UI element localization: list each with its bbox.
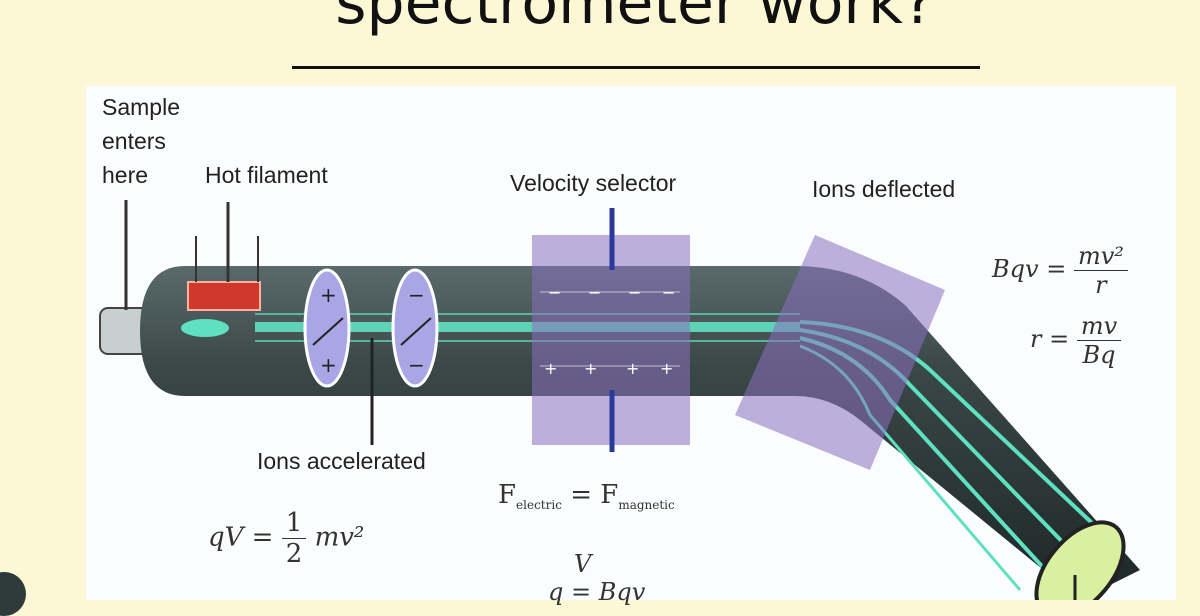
mass-spectrometer-diagram: + + − − − − − − + + + + <box>99 200 1140 600</box>
title-underline <box>292 66 980 69</box>
accel-plate-negative-sign-2: − <box>408 353 425 377</box>
eq-f-electric-sub: electric <box>516 498 562 513</box>
label-hot-filament: Hot filament <box>205 162 328 188</box>
eq-qv-rhs: mv² <box>314 522 365 553</box>
eq-qv-den: 2 <box>281 538 307 569</box>
accel-plate-positive-mark <box>312 317 344 346</box>
detector <box>1034 520 1126 600</box>
accel-plate-positive-sign-2: + <box>320 353 337 377</box>
eq-r-num: mv <box>1080 312 1118 340</box>
hot-filament <box>187 281 261 311</box>
label-sample-line-2: enters <box>102 128 166 154</box>
label-velocity-selector: Velocity selector <box>510 170 677 196</box>
label-sample-line-1: Sample <box>102 94 180 120</box>
equation-partial-rest: q = Bqv <box>548 578 646 606</box>
selector-sign-bottom-2: + <box>584 359 597 378</box>
eq-bqv-num: mv² <box>1077 242 1124 270</box>
eq-f-magnetic-sub: magnetic <box>618 498 675 513</box>
eq-qv-num: 1 <box>285 508 303 538</box>
deflection-magnet <box>735 235 945 470</box>
label-ions-deflected: Ions deflected <box>812 176 956 202</box>
eq-bqv-lhs: Bqv = <box>992 255 1067 283</box>
accel-plate-negative-mark <box>400 317 432 346</box>
eq-qv-lhs: qV = <box>208 522 274 553</box>
ion-cloud <box>181 319 229 337</box>
label-sample-line-3: here <box>102 162 149 188</box>
eq-f-magnetic: F <box>600 480 619 510</box>
ion-beam <box>255 322 800 332</box>
selector-sign-bottom-1: + <box>544 359 557 378</box>
eq-f-electric: F <box>498 480 517 510</box>
eq-bqv-den: r <box>1073 270 1128 299</box>
selector-sign-bottom-3: + <box>626 359 639 378</box>
accel-plate-negative <box>391 268 439 388</box>
eq-r-lhs: r = <box>1030 325 1070 353</box>
eq-r-den: Bq <box>1076 340 1122 369</box>
equation-partial-num: V <box>574 550 592 578</box>
accel-plate-negative-sign: − <box>408 283 425 307</box>
accel-plate-positive <box>303 268 351 388</box>
selector-sign-bottom-4: + <box>660 359 673 378</box>
page-title: spectrometer work? <box>335 0 935 38</box>
eq-f-equals: = <box>561 480 601 510</box>
accel-plate-positive-sign: + <box>320 283 337 307</box>
label-ions-accelerated: Ions accelerated <box>257 448 426 474</box>
selector-bottom-plate-signs: + + + + <box>544 359 673 378</box>
equation-force-equality: Felectric = Fmagnetic <box>498 480 675 512</box>
